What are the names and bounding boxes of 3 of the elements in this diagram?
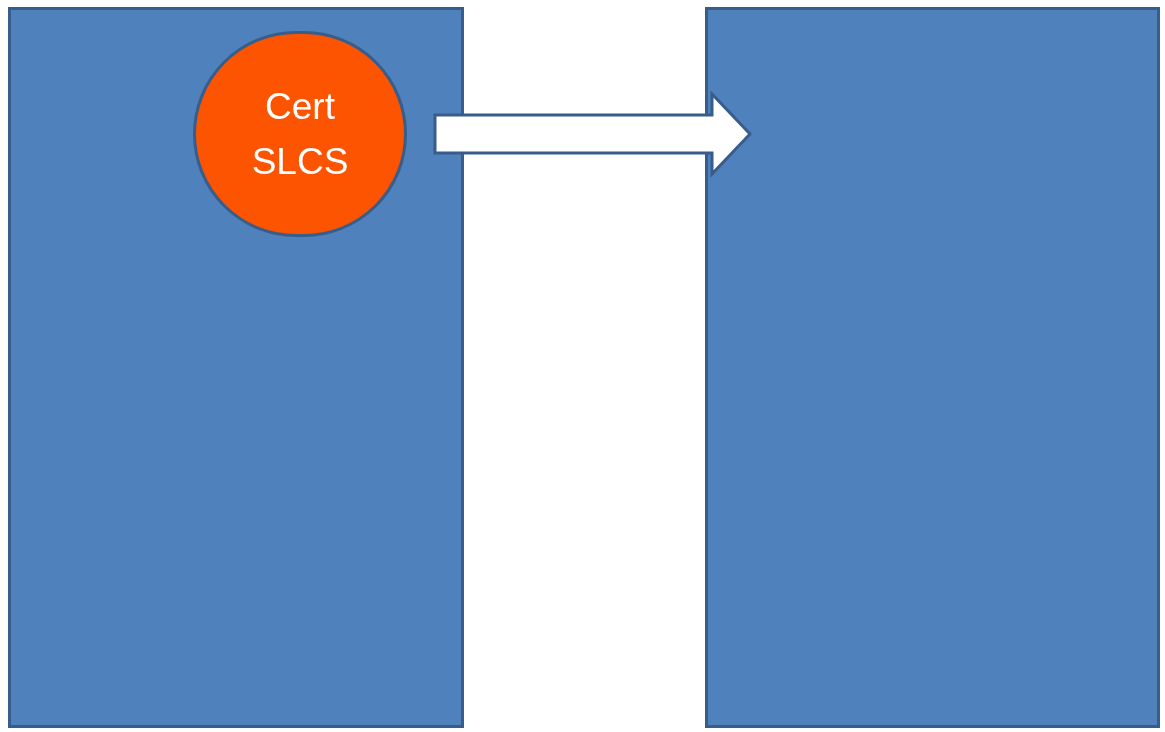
panel-box — [705, 7, 1160, 728]
block-arrow — [433, 90, 753, 178]
panel-box — [8, 7, 464, 728]
